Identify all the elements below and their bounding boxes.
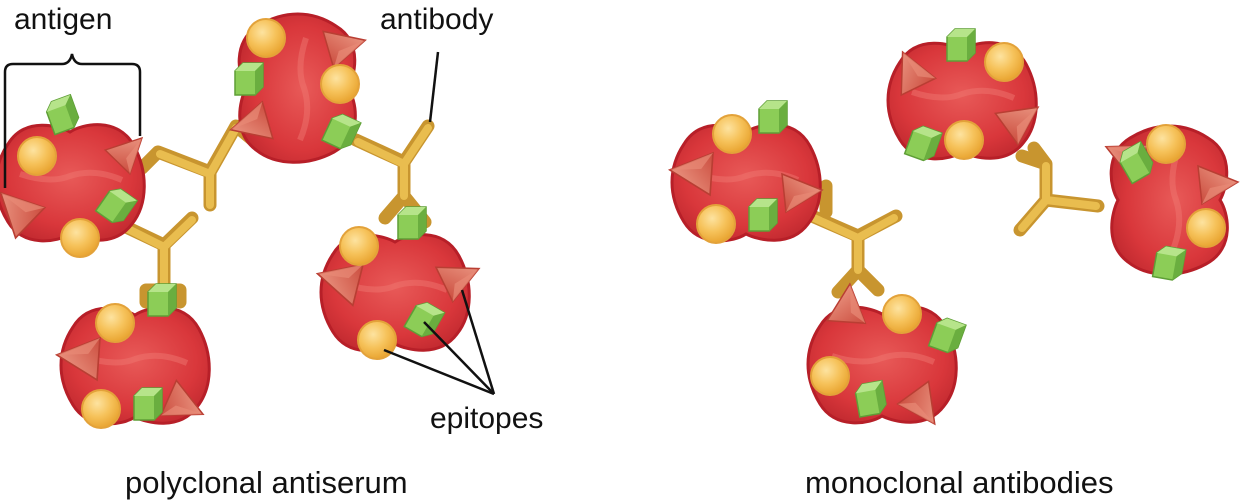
- monoclonal-caption: monoclonal antibodies: [805, 465, 1114, 500]
- antigen-label: antigen: [14, 3, 112, 36]
- antibody-shape: [805, 141, 1105, 299]
- polyclonal-group: antigen antibody epitopes: [0, 3, 543, 435]
- antigen-molecule: [888, 28, 1050, 164]
- antigen-molecule: [226, 14, 370, 162]
- polyclonal-caption: polyclonal antiserum: [125, 465, 408, 500]
- antibody-leader-line: [428, 51, 440, 123]
- antigen-molecule: [665, 100, 822, 244]
- antigen-molecule: [1097, 124, 1239, 283]
- antigen-molecule: [52, 283, 211, 435]
- epitope-leader-lines: [383, 289, 496, 396]
- epitopes-label: epitopes: [430, 402, 543, 435]
- monoclonal-group: [665, 28, 1239, 436]
- antigen-molecule: [808, 280, 967, 436]
- antigen-molecule: [310, 206, 488, 360]
- antigen-bracket: [3, 53, 142, 188]
- antibody-label: antibody: [380, 3, 493, 36]
- antibody-shape: [117, 119, 435, 309]
